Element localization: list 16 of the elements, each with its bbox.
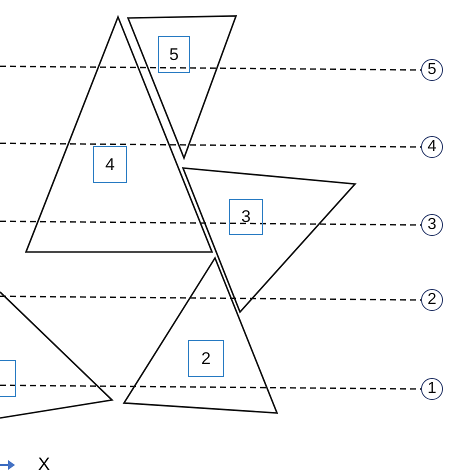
circled-number: 5	[421, 59, 443, 81]
circled-number: 4	[421, 136, 443, 158]
box-shape	[0, 360, 16, 397]
circled-number: 2	[421, 289, 443, 311]
dashed-line	[0, 220, 421, 226]
number-box: 3	[229, 199, 263, 235]
number-box: 4	[93, 146, 127, 183]
circled-number: 3	[421, 214, 443, 236]
number-box: 2	[188, 340, 224, 377]
dashed-line	[0, 65, 421, 71]
axis-label: X	[38, 454, 50, 474]
circled-number: 1	[421, 378, 443, 400]
dashed-line	[0, 295, 421, 301]
dashed-line	[0, 384, 421, 390]
number-box: 5	[158, 36, 190, 73]
dashed-line	[0, 142, 421, 148]
